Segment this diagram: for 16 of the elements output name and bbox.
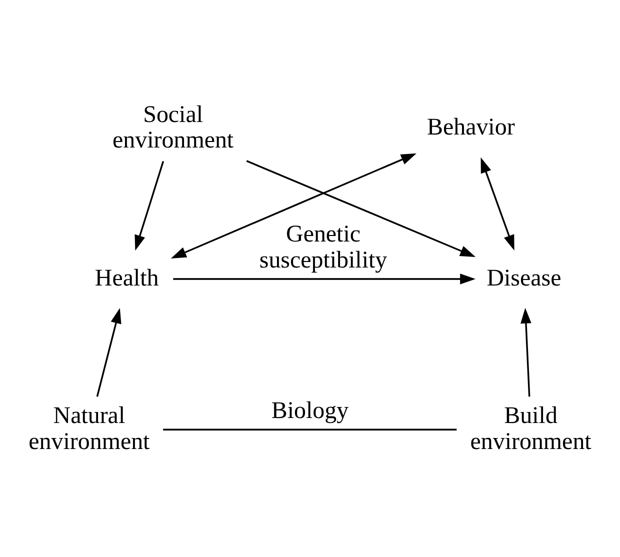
edge-label: Biology bbox=[271, 397, 349, 424]
node-text: Build environment bbox=[470, 402, 592, 454]
arrow bbox=[246, 160, 476, 256]
arrow bbox=[170, 152, 416, 258]
connector bbox=[163, 428, 457, 430]
node-text: Disease bbox=[486, 264, 562, 291]
edge-label: Genetic susceptibility bbox=[259, 221, 388, 273]
node-text: Health bbox=[94, 264, 159, 291]
arrow bbox=[480, 156, 514, 250]
node-text: Natural environment bbox=[28, 402, 150, 454]
arrow bbox=[520, 307, 532, 396]
arrow bbox=[173, 273, 476, 284]
arrow bbox=[134, 160, 164, 250]
node-text: Social environment bbox=[112, 101, 234, 154]
node-text: Behavior bbox=[426, 114, 515, 140]
arrow bbox=[96, 307, 122, 396]
